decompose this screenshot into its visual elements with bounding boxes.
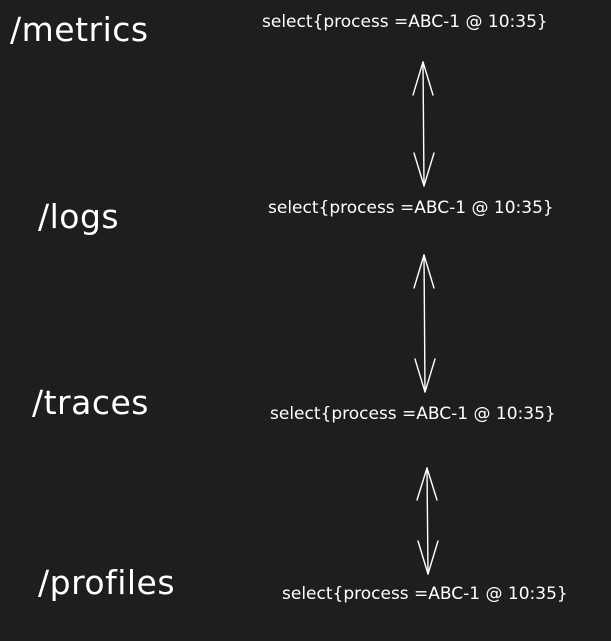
double-arrow-icon [412, 61, 435, 187]
query-label-logs: select{process =ABC-1 @ 10:35} [268, 198, 554, 218]
double-arrow-icon [416, 467, 439, 575]
endpoint-label-metrics: /metrics [10, 10, 149, 49]
endpoint-label-logs: /logs [38, 197, 120, 236]
double-arrow-icon [413, 254, 436, 393]
endpoint-label-traces: /traces [32, 383, 149, 422]
query-label-profiles: select{process =ABC-1 @ 10:35} [282, 584, 568, 604]
query-label-metrics: select{process =ABC-1 @ 10:35} [262, 12, 548, 32]
query-label-traces: select{process =ABC-1 @ 10:35} [270, 404, 556, 424]
endpoint-label-profiles: /profiles [38, 563, 176, 602]
